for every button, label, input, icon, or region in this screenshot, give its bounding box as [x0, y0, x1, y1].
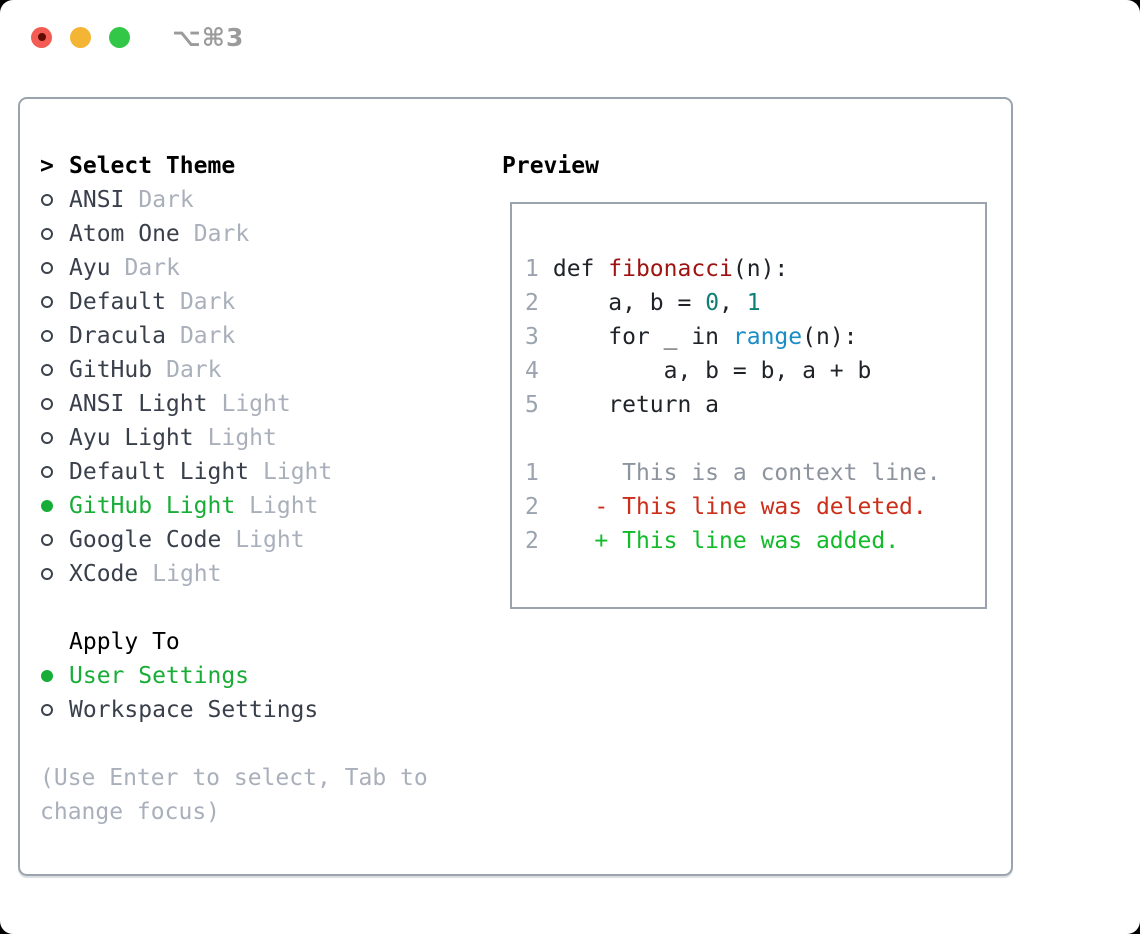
theme-variant-badge: Dark — [124, 255, 180, 281]
radio-icon — [41, 568, 53, 580]
theme-picker-panel: > Select Theme ANSI Dark Atom One Dark A… — [18, 97, 1013, 876]
radio-icon — [41, 398, 53, 410]
theme-option-github-light[interactable]: GitHub Light Light — [40, 489, 482, 523]
line-number: 1 — [525, 460, 539, 486]
select-theme-heading: Select Theme — [69, 153, 236, 179]
radio-icon — [41, 364, 53, 376]
maximize-button[interactable] — [109, 26, 130, 48]
theme-variant-badge: Dark — [138, 187, 194, 213]
diff-deleted-line: 2 - This line was deleted. — [525, 494, 927, 520]
radio-icon — [41, 296, 53, 308]
radio-icon — [41, 704, 53, 716]
theme-variant-badge: Light — [207, 425, 277, 451]
minimize-button[interactable] — [70, 26, 91, 48]
radio-icon — [41, 432, 53, 444]
radio-selected-icon — [41, 670, 53, 682]
prompt-caret-icon: > — [40, 153, 54, 179]
theme-variant-badge: Light — [152, 561, 222, 587]
code-line: 2 a, b = 0, 1 — [525, 290, 761, 316]
window-title: ⌥⌘3 — [172, 22, 245, 52]
select-theme-prompt: > Select Theme — [40, 149, 482, 183]
theme-option-default-light[interactable]: Default Light Light — [40, 455, 482, 489]
radio-icon — [41, 330, 53, 342]
theme-variant-badge: Dark — [179, 289, 236, 315]
line-number: 1 — [525, 256, 539, 282]
apply-option-workspace-settings[interactable]: Workspace Settings — [40, 693, 482, 727]
function-name: fibonacci — [608, 256, 733, 282]
theme-variant-badge: Light — [263, 459, 333, 485]
theme-variant-badge: Light — [221, 391, 291, 417]
theme-option-google-code-light[interactable]: Google Code Light — [40, 523, 482, 557]
theme-option-ayu-light[interactable]: Ayu Light Light — [40, 421, 482, 455]
theme-option-xcode-light[interactable]: XCode Light — [40, 557, 482, 591]
code-line: 5 return a — [525, 392, 720, 418]
diff-context-line: 1 This is a context line. — [525, 460, 941, 486]
diff-added-line: 2 + This line was added. — [525, 528, 900, 554]
apply-to-heading-row: Apply To — [40, 625, 482, 659]
theme-option-ayu-dark[interactable]: Ayu Dark — [40, 251, 482, 285]
line-number: 2 — [525, 494, 539, 520]
line-number: 4 — [525, 358, 539, 384]
theme-option-atom-one-dark[interactable]: Atom One Dark — [40, 217, 482, 251]
line-number: 5 — [525, 392, 539, 418]
theme-option-github-dark[interactable]: GitHub Dark — [40, 353, 482, 387]
theme-option-ansi-dark[interactable]: ANSI Dark — [40, 183, 482, 217]
theme-variant-badge: Light — [235, 527, 305, 553]
close-button[interactable] — [31, 26, 52, 48]
number-literal: 0 — [705, 290, 720, 316]
keyboard-hint: (Use Enter to select, Tab to change focu… — [40, 765, 428, 825]
number-literal: 1 — [746, 290, 761, 316]
theme-option-ansi-light[interactable]: ANSI Light Light — [40, 387, 482, 421]
window-titlebar: ⌥⌘3 — [0, 0, 1140, 74]
theme-option-dracula-dark[interactable]: Dracula Dark — [40, 319, 482, 353]
theme-list: > Select Theme ANSI Dark Atom One Dark A… — [40, 149, 482, 874]
code-line: 4 a, b = b, a + b — [525, 358, 872, 384]
line-number: 2 — [525, 528, 539, 554]
radio-icon — [41, 534, 53, 546]
builtin-call: range — [732, 324, 803, 350]
radio-icon — [41, 262, 53, 274]
radio-icon — [41, 228, 53, 240]
theme-variant-badge: Dark — [166, 357, 222, 383]
line-number: 3 — [525, 324, 539, 350]
radio-icon — [41, 194, 53, 206]
theme-variant-badge: Light — [249, 493, 319, 519]
radio-icon — [41, 466, 53, 478]
apply-to-heading: Apply To — [69, 629, 180, 655]
theme-option-default-dark[interactable]: Default Dark — [40, 285, 482, 319]
line-number: 2 — [525, 290, 539, 316]
radio-selected-icon — [41, 500, 53, 512]
theme-variant-badge: Dark — [193, 221, 250, 247]
close-dot-icon — [37, 33, 46, 41]
code-line: 3 for _ in range(n): — [525, 324, 858, 350]
blank-line — [525, 422, 985, 456]
apply-option-user-settings[interactable]: User Settings — [40, 659, 482, 693]
theme-variant-badge: Dark — [179, 323, 236, 349]
preview-heading: Preview — [502, 153, 599, 179]
